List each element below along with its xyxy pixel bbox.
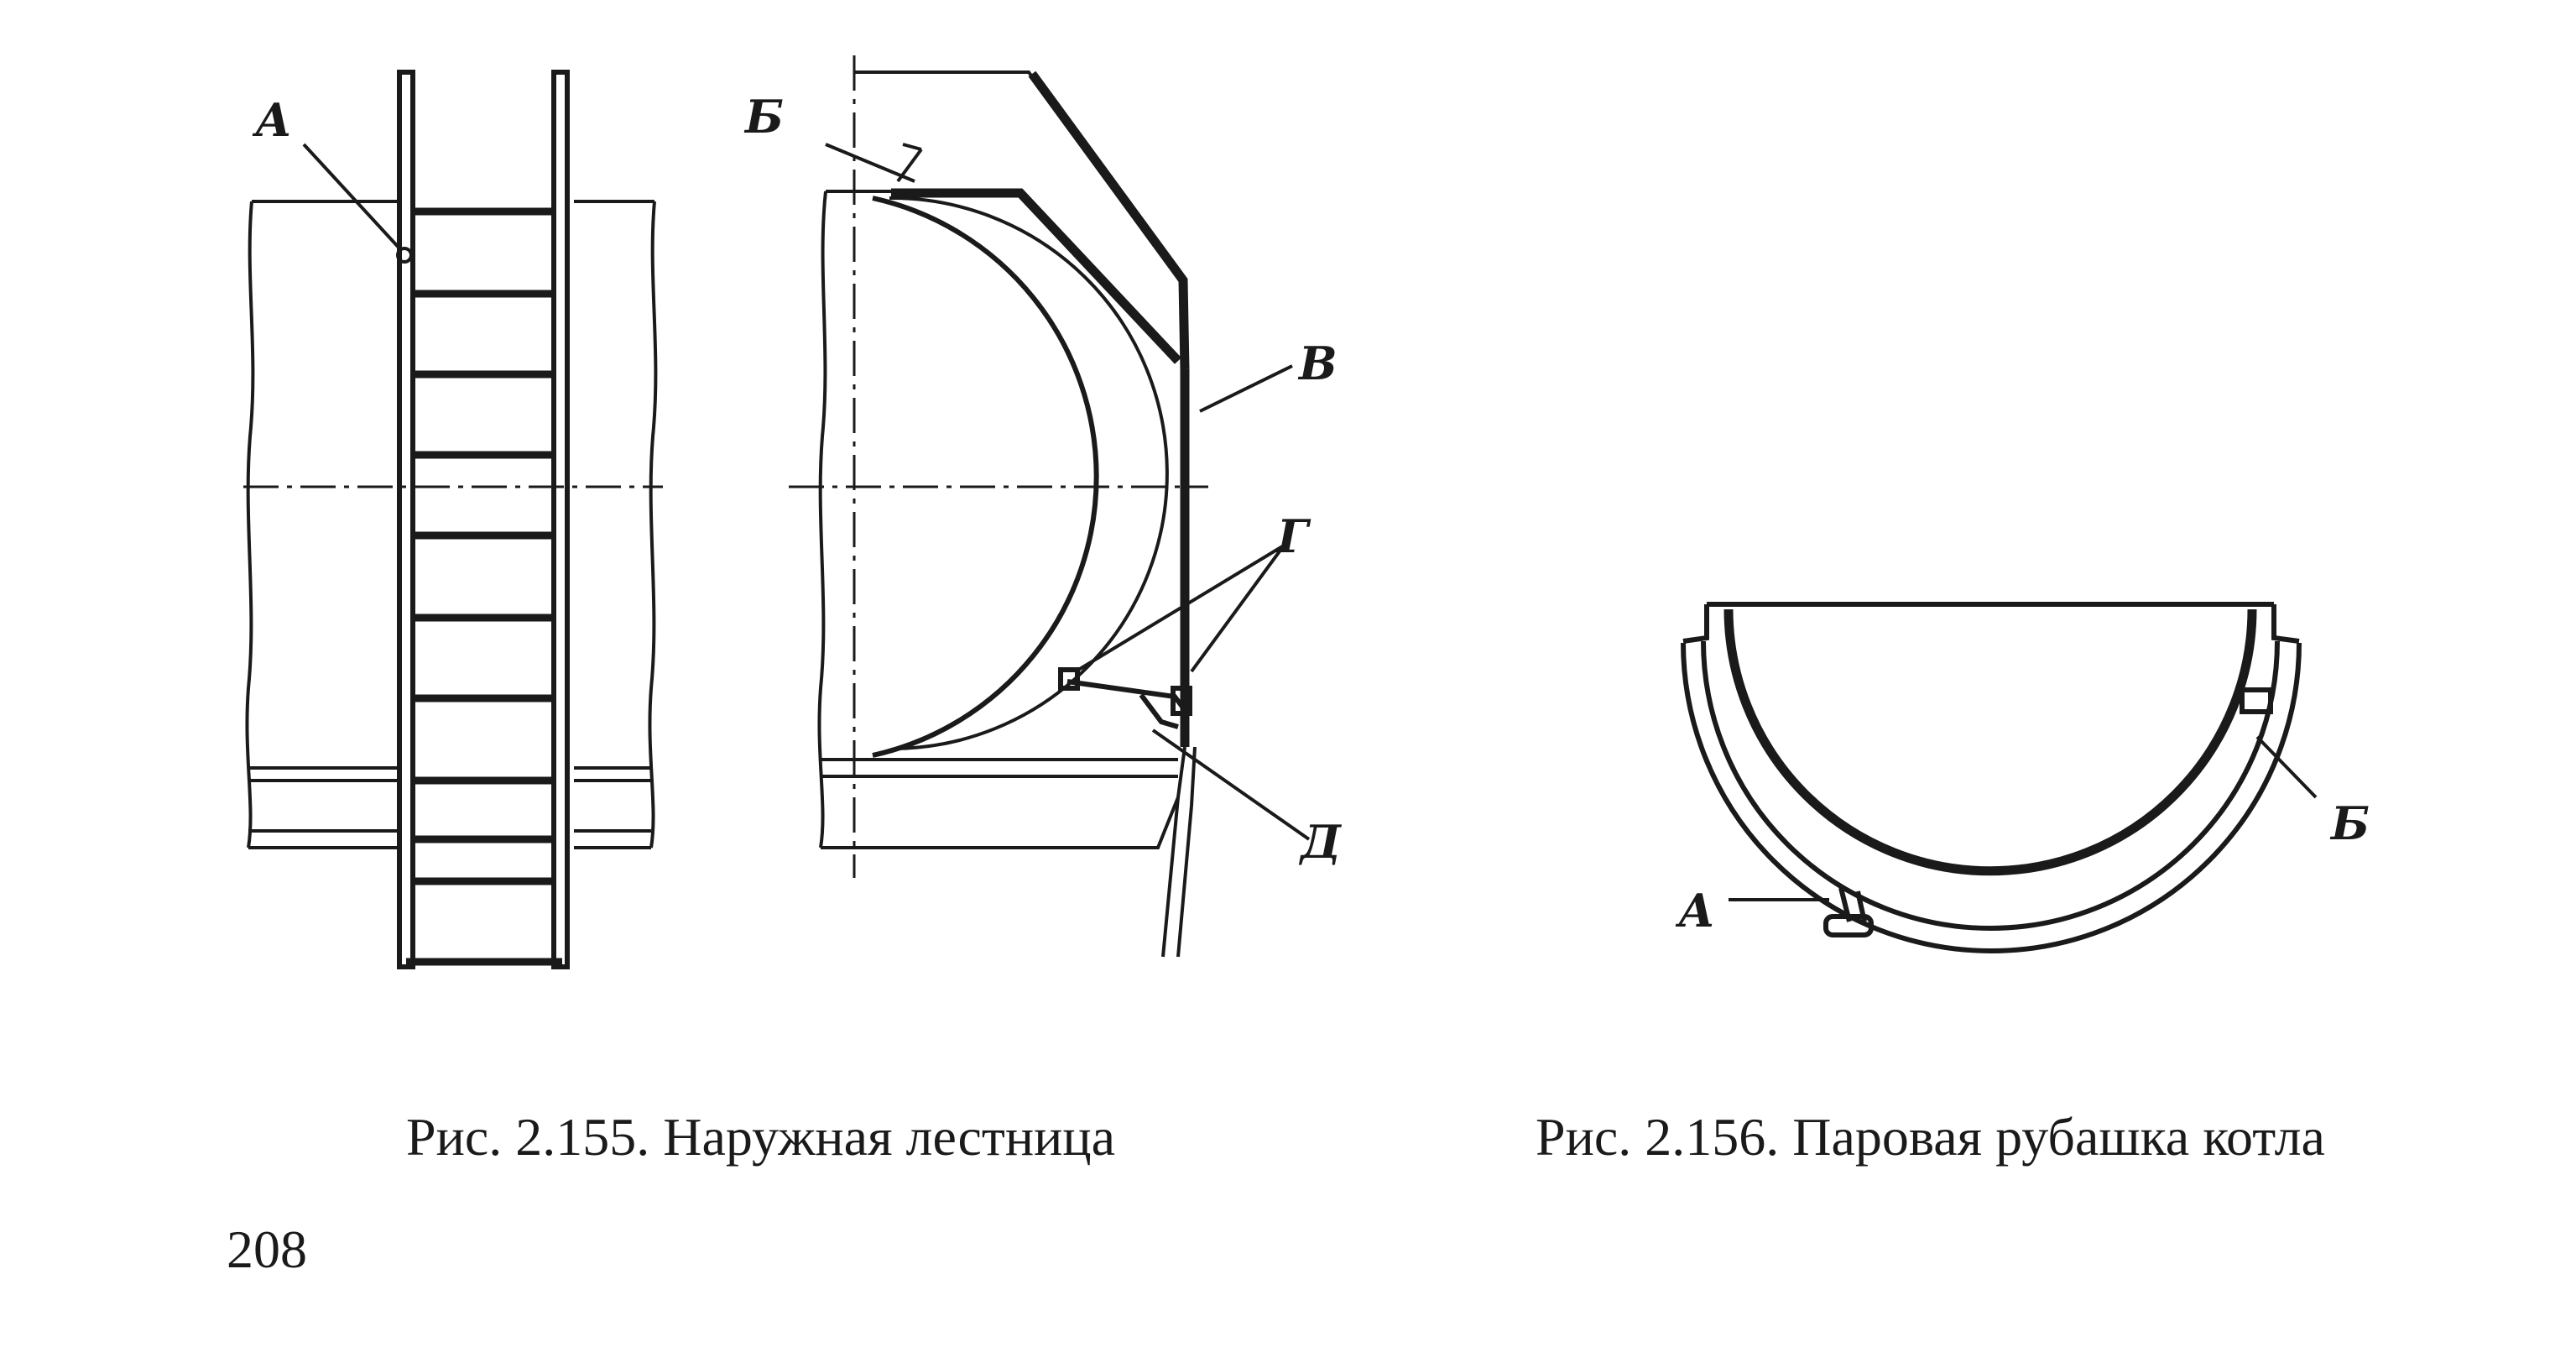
ladder-label-g: Г: [1275, 509, 1311, 563]
figure-caption-ladder: Рис. 2.155. Наружная лестница: [406, 1107, 1115, 1167]
ladder-label-a: А: [252, 93, 292, 147]
figure-caption-jacket: Рис. 2.156. Паровая рубашка котла: [1536, 1107, 2325, 1167]
ladder-label-v: В: [1297, 337, 1338, 390]
jacket-label-b: Б: [2329, 796, 2370, 850]
ladder-side-view: [789, 55, 1311, 958]
ladder-label-d: Д: [1298, 815, 1343, 869]
page-number: 208: [227, 1219, 307, 1279]
jacket-label-a: А: [1675, 884, 1715, 937]
steam-jacket-drawing: [1681, 602, 2318, 953]
ladder-front-view: [243, 70, 663, 969]
ladder-label-b: Б: [743, 90, 784, 144]
